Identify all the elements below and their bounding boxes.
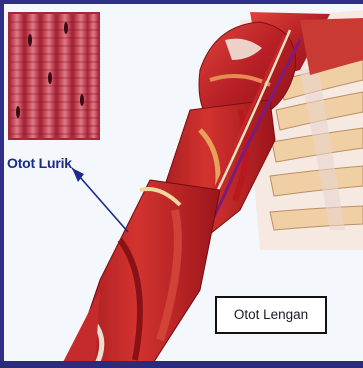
- frame-bottom: [0, 361, 363, 368]
- striated-muscle-inset: [8, 12, 100, 140]
- arm-muscle-label: Otot Lengan: [217, 298, 325, 332]
- striated-muscle-label: Otot Lurik: [7, 155, 72, 171]
- arm-muscle-label-box: Otot Lengan: [215, 296, 327, 334]
- frame-top: [0, 0, 363, 4]
- frame-left: [0, 0, 4, 368]
